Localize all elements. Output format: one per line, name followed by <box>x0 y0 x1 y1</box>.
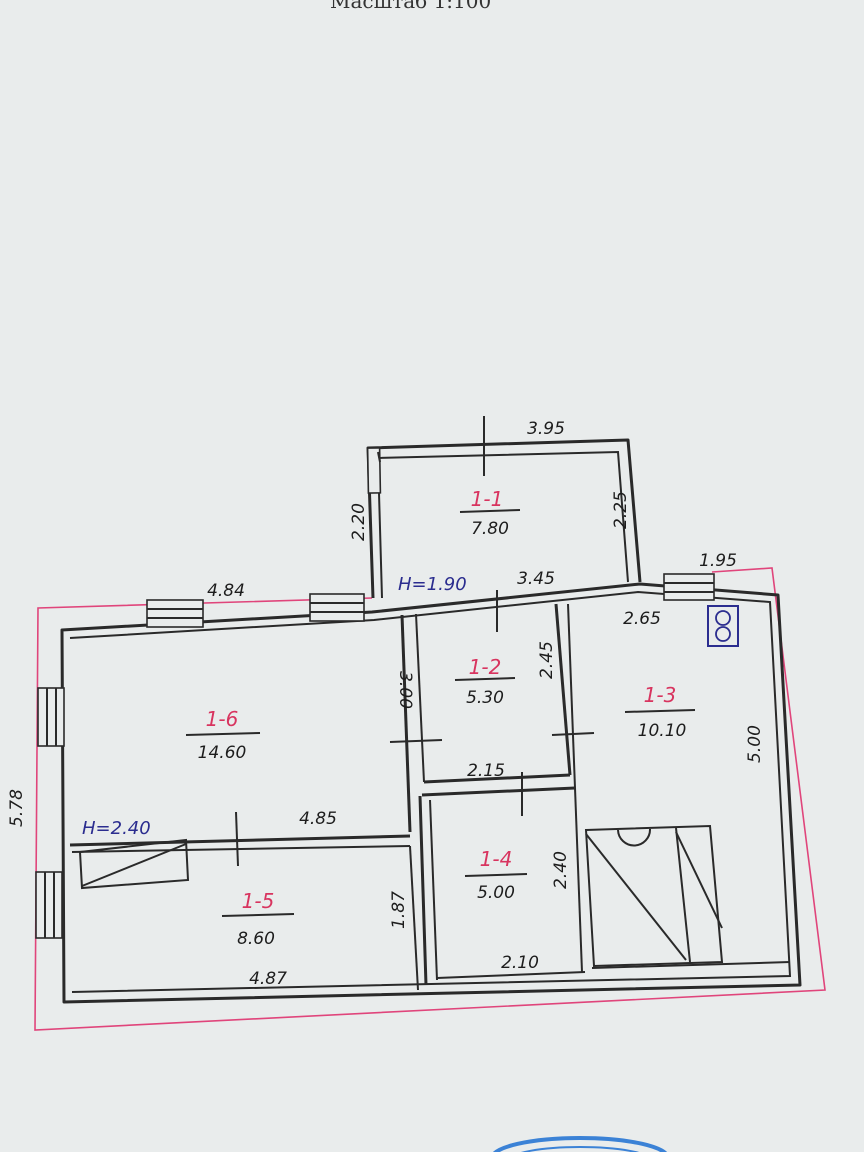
room-id: 1-6 <box>206 707 239 731</box>
extension-walls <box>366 416 642 599</box>
height-mark-1-1: H=1.90 <box>398 574 467 595</box>
dim-room-1-5-bottom: 4.87 <box>249 969 287 989</box>
room-id: 1-4 <box>480 847 513 871</box>
room-area: 5.00 <box>477 883 515 903</box>
dim-room-1-3-top: 2.65 <box>623 609 661 629</box>
room-area: 10.10 <box>638 721 687 741</box>
dim-room-1-6-right: 3.00 <box>395 671 415 709</box>
seal-stamp <box>492 1136 668 1152</box>
dim-room-1-5-right: 1.87 <box>389 891 409 929</box>
room-id: 1-5 <box>242 889 275 913</box>
property-boundary <box>34 567 826 1031</box>
dim-extension-bottom: 3.45 <box>517 569 555 589</box>
scale-label: Масштаб 1:100 <box>330 0 491 13</box>
dim-room-1-4-bottom: 2.10 <box>501 953 539 973</box>
dim-room-1-2-bottom: 2.15 <box>467 761 505 781</box>
room-id: 1-2 <box>469 655 502 679</box>
dim-room-1-2-right: 2.45 <box>537 641 557 679</box>
room-1-1-label: 1-1 7.80 <box>459 487 521 539</box>
dim-room-1-6-bottom: 4.85 <box>299 809 337 829</box>
room-area: 14.60 <box>198 743 247 763</box>
room-1-5-label: 1-5 8.60 <box>221 889 295 949</box>
room-area: 5.30 <box>466 688 504 708</box>
room-1-3-label: 1-3 10.10 <box>624 683 696 741</box>
dim-extension-left: 2.20 <box>349 503 369 541</box>
windows <box>35 573 715 939</box>
boiler-icon <box>707 605 739 647</box>
room-id: 1-3 <box>644 683 677 707</box>
room-1-2-label: 1-2 5.30 <box>454 655 516 708</box>
room-area: 8.60 <box>237 929 275 949</box>
dim-room-1-3-right: 5.00 <box>745 725 765 763</box>
dim-top-left: 4.84 <box>207 581 245 601</box>
dim-overall-left: 5.78 <box>7 789 27 827</box>
interior-walls <box>69 590 791 991</box>
dim-right-window: 1.95 <box>699 551 737 571</box>
height-mark-1-6: H=2.40 <box>82 818 151 839</box>
dim-extension-top: 3.95 <box>527 419 565 439</box>
room-1-4-label: 1-4 5.00 <box>464 847 528 903</box>
stair <box>78 838 202 890</box>
room-id: 1-1 <box>471 487 504 511</box>
dimension-labels: 3.95 2.20 2.25 3.45 1.95 4.84 2.65 3.00 … <box>7 419 765 989</box>
main-walls <box>60 582 802 1004</box>
room-area: 7.80 <box>471 519 509 539</box>
kitchen-fixture <box>584 824 724 968</box>
dim-room-1-4-right: 2.40 <box>551 851 571 889</box>
room-1-6-label: 1-6 14.60 <box>185 707 261 763</box>
dim-extension-right: 2.25 <box>611 491 631 529</box>
